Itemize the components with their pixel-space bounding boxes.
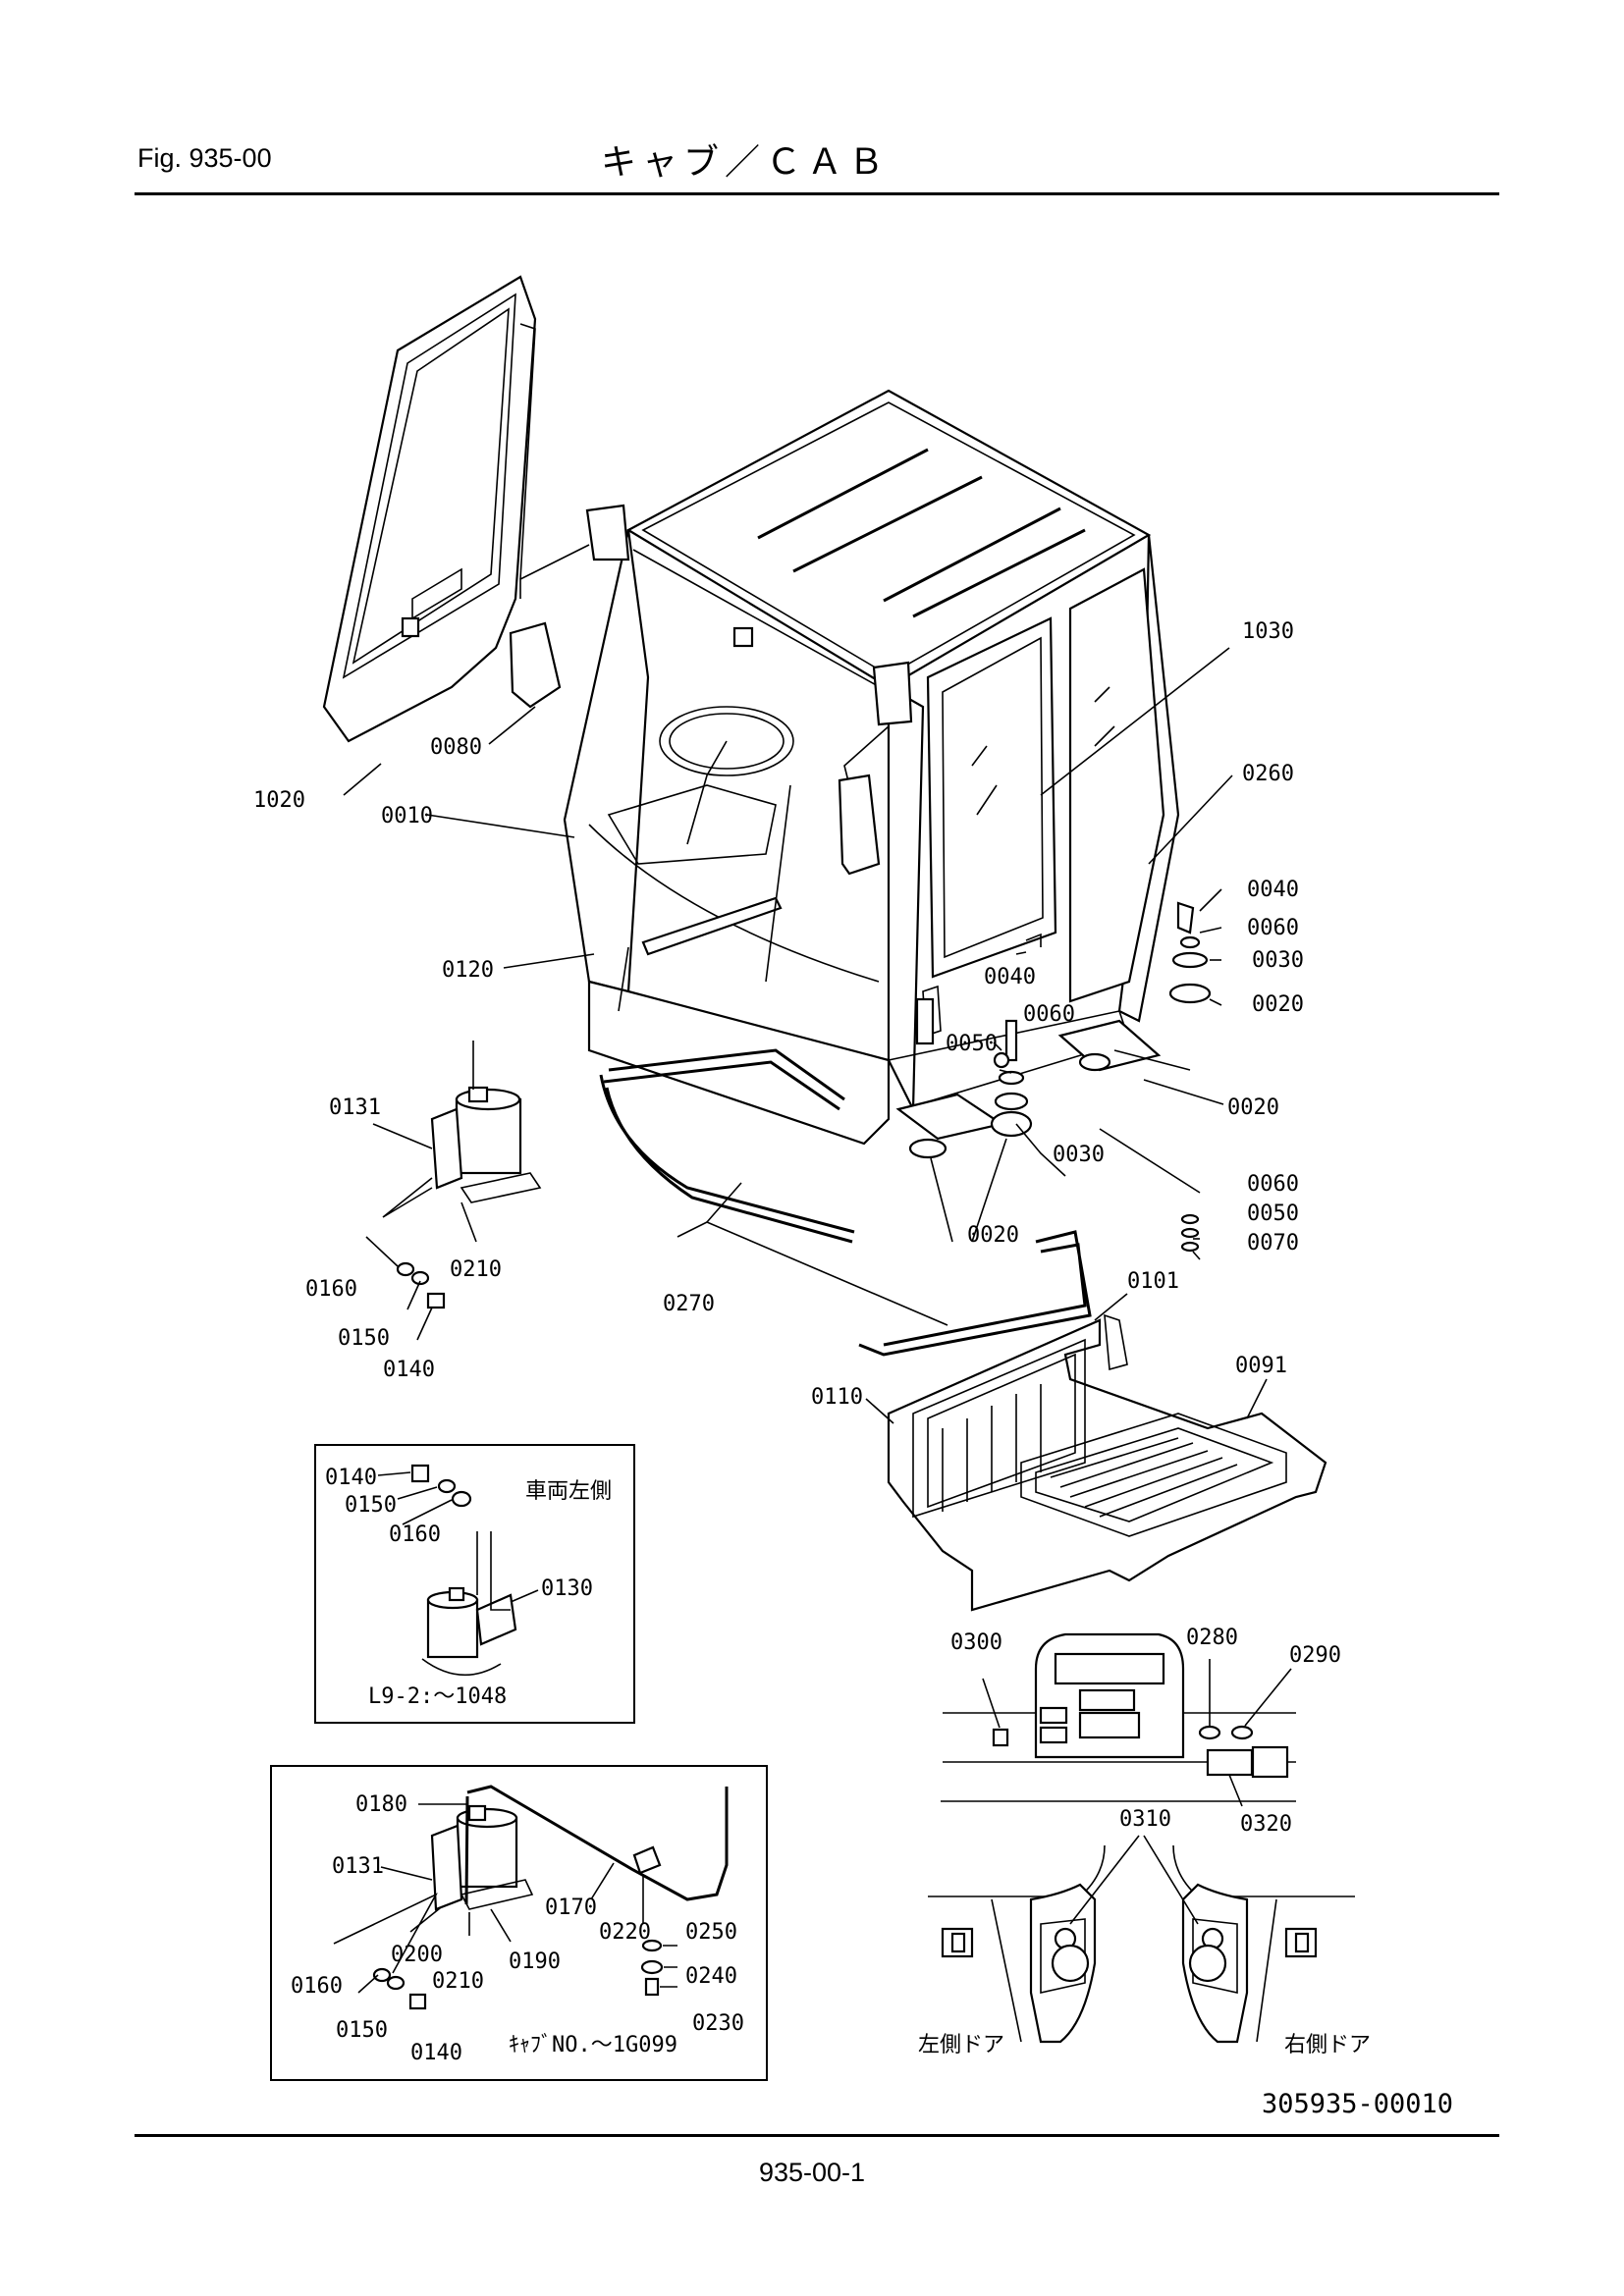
callout-0080: 0080	[430, 735, 482, 760]
inset2-serial-note: ｷｬﾌﾞNO.～1G099	[509, 2033, 677, 2057]
callout-0101: 0101	[1127, 1269, 1179, 1294]
callout-0140: 0140	[383, 1358, 435, 1382]
floor-mat	[887, 1313, 1327, 1612]
inset1-callout-0140: 0140	[325, 1466, 377, 1490]
inset2-callout-0160: 0160	[291, 1974, 343, 1999]
callout-0120: 0120	[442, 958, 494, 983]
inset2-callout-0170: 0170	[545, 1896, 597, 1920]
callout-0060-a: 0060	[1247, 916, 1299, 940]
leader-lines	[343, 647, 1268, 1424]
callout-0040-b: 0040	[984, 965, 1036, 989]
callout-0110: 0110	[811, 1385, 863, 1410]
header-rule	[135, 192, 1499, 195]
inset2-callout-0250: 0250	[685, 1920, 737, 1945]
drawing-number: 305935-00010	[1262, 2089, 1453, 2119]
callout-0210: 0210	[450, 1257, 502, 1282]
callout-0020-b: 0020	[1227, 1095, 1279, 1120]
footer-rule	[135, 2134, 1499, 2137]
callout-0150: 0150	[338, 1326, 390, 1351]
inset2-callout-0180: 0180	[355, 1792, 407, 1817]
callout-0260: 0260	[1242, 762, 1294, 786]
inset-washer-hose: 0180 0131 0170 0220 0250 0200 0210 0190 …	[270, 1765, 768, 2081]
inset2-callout-0230: 0230	[692, 2011, 744, 2036]
inset2-callout-0190: 0190	[509, 1949, 561, 1974]
callout-0030-a: 0030	[1252, 948, 1304, 973]
callout-1030: 1030	[1242, 619, 1294, 644]
inset-left-side-tank: 0140 0150 0160 0130 車両左側 L9-2:～1048	[314, 1444, 635, 1724]
cab-assembly	[509, 389, 1180, 1146]
detail-doors: 0310 左側ドア 右側ドア	[918, 1807, 1371, 2057]
callout-0050-b: 0050	[946, 1032, 998, 1056]
callout-0050-c: 0050	[1247, 1201, 1299, 1226]
inset2-callout-0131: 0131	[332, 1854, 384, 1879]
inset1-callout-0160: 0160	[389, 1522, 441, 1547]
washer-tank	[396, 1041, 542, 1309]
inset1-side-note: 車両左側	[525, 1479, 612, 1504]
cab-mounts	[895, 901, 1212, 1253]
callout-1020: 1020	[253, 788, 305, 813]
detail-dashboard: 0300 0280 0290 0320	[941, 1626, 1341, 1837]
inset2-callout-0210: 0210	[432, 1969, 484, 1994]
detail-left-door: 左側ドア	[918, 2033, 1004, 2057]
callout-0040-a: 0040	[1247, 878, 1299, 902]
detail-callout-0280: 0280	[1186, 1626, 1238, 1650]
callout-0010: 0010	[381, 804, 433, 828]
callout-0020-c: 0020	[967, 1223, 1019, 1248]
main-callouts: 1020 0080 0010 0120 1030 0260 0040 0060 …	[253, 619, 1304, 1410]
callout-0030-b: 0030	[1053, 1143, 1105, 1167]
inset1-callout-0130: 0130	[541, 1576, 593, 1601]
callout-0270: 0270	[663, 1292, 715, 1316]
callout-0091: 0091	[1235, 1354, 1287, 1378]
callout-0070-c: 0070	[1247, 1231, 1299, 1255]
page-number: 935-00-1	[758, 2158, 866, 2187]
callout-0131: 0131	[329, 1095, 381, 1120]
detail-right-door: 右側ドア	[1284, 2033, 1371, 2057]
inset1-callout-0150: 0150	[345, 1493, 397, 1518]
inset2-callout-0150: 0150	[336, 2018, 388, 2043]
inset2-callout-0200: 0200	[391, 1943, 443, 1967]
page-title: キャブ／ＣＡＢ	[601, 142, 891, 183]
figure-number: Fig. 935-00	[137, 143, 272, 173]
detail-callout-0310: 0310	[1119, 1807, 1171, 1832]
callout-0060-c: 0060	[1247, 1172, 1299, 1197]
inset2-callout-0220: 0220	[599, 1920, 651, 1945]
detail-callout-0320: 0320	[1240, 1812, 1292, 1837]
cab-door	[322, 275, 537, 743]
callout-0020-a: 0020	[1252, 992, 1304, 1017]
inset2-callout-0240: 0240	[685, 1964, 737, 1989]
detail-callout-0290: 0290	[1289, 1643, 1341, 1668]
inset2-callout-0140: 0140	[410, 2041, 462, 2065]
inset1-serial-note: L9-2:～1048	[368, 1684, 507, 1709]
detail-callout-0300: 0300	[950, 1630, 1002, 1655]
seal-strips	[599, 1048, 1092, 1357]
callout-0160: 0160	[305, 1277, 357, 1302]
callout-0060-b: 0060	[1023, 1002, 1075, 1027]
